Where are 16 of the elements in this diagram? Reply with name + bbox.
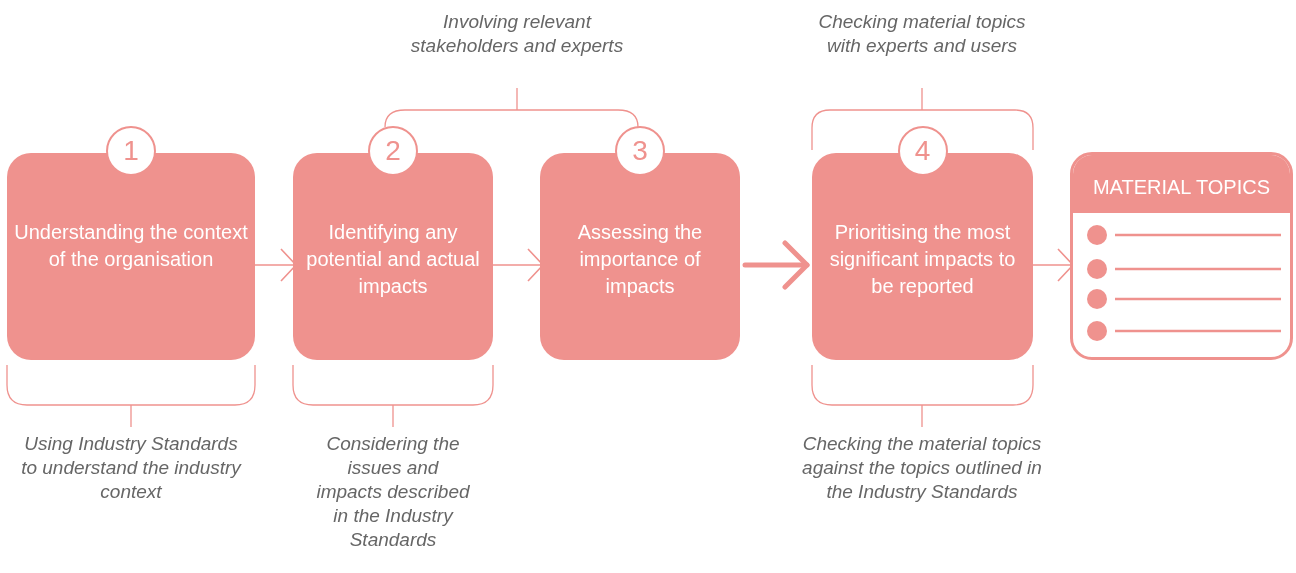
step-number: 2 [368, 126, 418, 176]
annotation-text: Using Industry Standards to understand the industry context [21, 432, 241, 504]
step-number: 3 [615, 126, 665, 176]
step-number: 1 [106, 126, 156, 176]
card-header: MATERIAL TOPICS [1073, 155, 1290, 213]
arrow [742, 240, 810, 290]
annotation-text: Checking material topics with experts and users [817, 10, 1027, 58]
step-text: Understanding the context of the organisation [13, 220, 249, 272]
step-number: 4 [897, 126, 948, 176]
step-text: Assessing the importance of impacts [576, 220, 704, 299]
step-text: Prioritising the most significant impacts to be reported [828, 220, 1017, 299]
annotation-text: Considering the issues and impacts described in the Industry Standards [315, 432, 471, 552]
list-card [1070, 152, 1293, 360]
step-text: Identifying any potential and actual impacts [305, 220, 481, 299]
annotation-text: Involving relevant stakeholders and experts [409, 10, 625, 58]
annotation-text: Checking the material topics against the topics outlined in the Industry Standards [802, 432, 1042, 504]
